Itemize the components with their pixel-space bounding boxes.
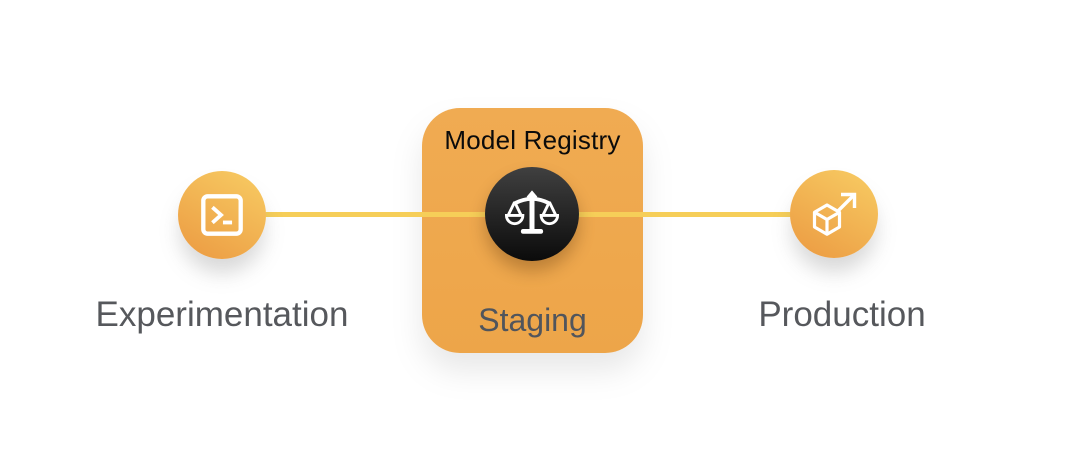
deploy-cube-icon	[808, 188, 860, 240]
production-label: Production	[758, 295, 926, 334]
stage-label: Staging	[478, 302, 587, 338]
model-registry-title: Model Registry	[444, 125, 621, 155]
model-registry-card: Model Registry	[422, 108, 643, 353]
experimentation-node	[178, 171, 266, 259]
experimentation-label: Experimentation	[95, 295, 349, 334]
terminal-icon	[199, 192, 245, 238]
registry-badge	[485, 167, 579, 261]
balance-scale-icon	[505, 187, 559, 241]
production-node	[790, 170, 878, 258]
